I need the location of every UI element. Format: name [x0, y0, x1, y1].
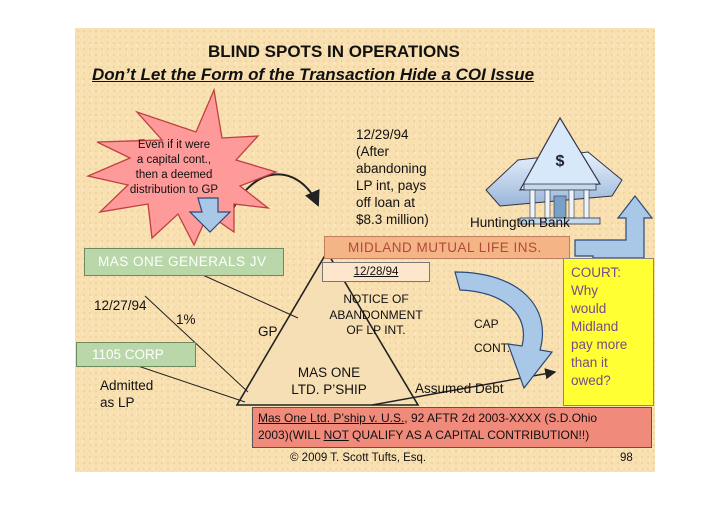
- footer-copyright: © 2009 T. Scott Tufts, Esq.: [290, 452, 427, 464]
- one-percent-label: 1%: [176, 312, 196, 327]
- starburst-shape: [85, 87, 278, 247]
- line-admitted: [134, 364, 246, 403]
- svg-text:$: $: [556, 153, 565, 170]
- line-1pct: [144, 295, 249, 393]
- mas-one-generals-label: MAS ONE GENERALS JV: [98, 254, 267, 269]
- blue-down-arrow: [188, 197, 232, 233]
- notice-text: NOTICE OF ABANDONMENT OF LP INT.: [329, 292, 423, 337]
- corp-1105-box: [76, 342, 196, 367]
- case-citation-box: [252, 407, 652, 448]
- blue-up-arrow: [574, 195, 654, 259]
- gp-label: GP: [258, 324, 278, 339]
- huntington-bank-label: Huntington Bank: [470, 215, 570, 230]
- cap-cont-label: CAP CONT.: [474, 317, 510, 355]
- note-12-29-94: 12/29/94 (After abandoning LP int, pays …: [356, 127, 429, 227]
- admitted-as-lp: Admitted as LP: [100, 378, 154, 410]
- line-gp: [195, 271, 299, 319]
- court-box: [563, 258, 654, 406]
- notice-date-box: [322, 262, 430, 282]
- mas-one-generals-box: [84, 248, 284, 276]
- slide-title: BLIND SPOTS IN OPERATIONS: [208, 42, 460, 61]
- midland-box: [324, 236, 570, 259]
- slide-subtitle: Don’t Let the Form of the Transaction Hi…: [92, 65, 535, 84]
- midland-label: MIDLAND MUTUAL LIFE INS.: [348, 240, 542, 255]
- assumed-debt-label: Assumed Debt: [415, 381, 504, 396]
- page-number: 98: [620, 452, 633, 464]
- mas-one-triangle: [235, 250, 420, 406]
- blue-curved-arrow: [454, 271, 554, 390]
- case-name: Mas One Ltd. P’ship v. U.S.: [258, 411, 405, 425]
- mas-one-lp-label: MAS ONE LTD. P’SHIP: [291, 365, 367, 397]
- corp-1105-label: 1105 CORP: [92, 347, 164, 362]
- case-not: NOT: [323, 428, 349, 442]
- bank-building-icon: $: [485, 116, 623, 225]
- notice-date: 12/28/94: [353, 266, 399, 278]
- court-text: COURT: Why would Midland pay more than i…: [571, 265, 628, 388]
- case-citation: Mas One Ltd. P’ship v. U.S., 92 AFTR 2d …: [258, 411, 598, 442]
- date-12-27-94: 12/27/94: [94, 298, 147, 313]
- starburst-text: Even if it were a capital cont., then a …: [129, 139, 219, 196]
